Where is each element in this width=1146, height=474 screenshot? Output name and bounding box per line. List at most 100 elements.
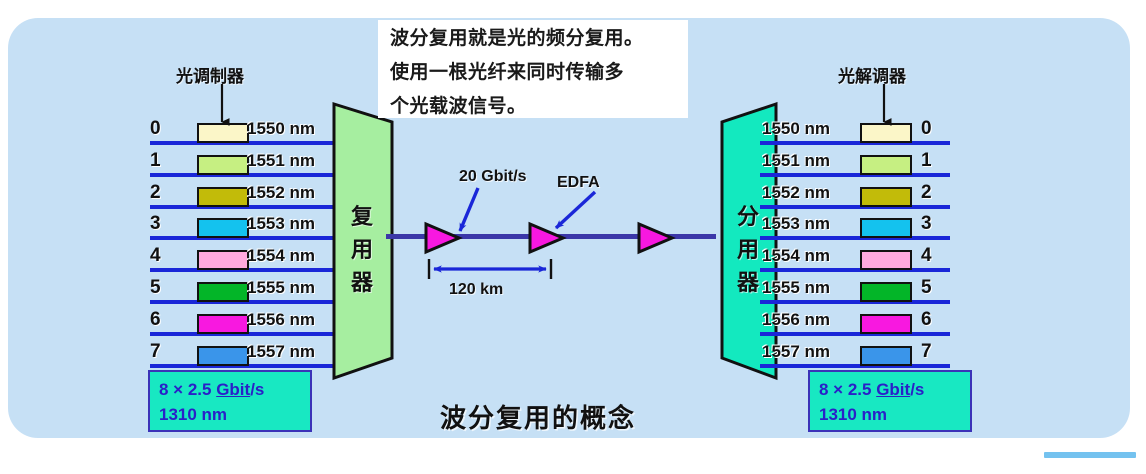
right-channel-number: 3 (921, 213, 932, 235)
distance-annotation: 120 km (449, 281, 504, 298)
left-channel-number: 6 (150, 308, 161, 330)
optical-modulator-box[interactable] (197, 218, 249, 239)
optical-modulator-box[interactable] (197, 123, 249, 143)
left-info-line-1: 8 × 2.5 Gbit/s (150, 372, 310, 402)
multiplexer-shape[interactable] (330, 100, 400, 387)
left-channel-number: 0 (150, 118, 161, 139)
optical-demodulator-label: 光解调器 (838, 67, 906, 86)
right-channel-wavelength: 1553 nm (762, 214, 831, 234)
left-channel-wavelength: 1553 nm (247, 214, 316, 234)
right-channel-number: 7 (921, 340, 932, 362)
optical-demodulator-box[interactable] (860, 313, 912, 334)
optical-modulator-box[interactable] (197, 154, 249, 175)
optical-demodulator-box[interactable] (860, 186, 912, 207)
left-channel-line (150, 300, 335, 304)
left-channel-number: 7 (150, 340, 161, 362)
left-channel-number: 3 (150, 213, 161, 235)
left-info-line-2: 1310 nm (159, 405, 228, 424)
optical-modulator-box[interactable] (197, 250, 249, 271)
left-channel-wavelength: 1550 nm (247, 119, 316, 138)
left-info-rate-c: /s (250, 380, 265, 399)
right-channel-number: 2 (921, 181, 932, 203)
right-channel-line (760, 172, 950, 177)
right-channel-number: 1 (921, 149, 932, 171)
optical-demodulator-box[interactable] (860, 250, 912, 271)
right-channel-line (760, 141, 950, 145)
optical-demodulator-box[interactable] (860, 123, 912, 143)
right-channel-line (760, 204, 950, 209)
right-channel-number: 4 (921, 245, 932, 267)
callout-line-2: 个光载波信号。 (390, 96, 527, 117)
left-info-rate-a: 8 × 2.5 (159, 380, 217, 399)
mux-char-2: 器 (350, 270, 373, 295)
left-channel-line (150, 204, 335, 209)
description-callout: 波分复用就是光的频分复用。 使用一根光纤来同时传输多 个光载波信号。 (378, 20, 688, 118)
optical-demodulator-box[interactable] (860, 345, 912, 366)
demultiplexer-shape[interactable] (714, 100, 784, 387)
right-channel-wavelength: 1555 nm (762, 278, 831, 297)
right-channel-wavelength: 1557 nm (762, 341, 831, 361)
multiplexer-label: 复 用 器 (340, 200, 384, 299)
left-channel-number: 5 (150, 277, 161, 298)
amplifier-2-edfa[interactable] (527, 221, 567, 260)
right-channel-line (760, 300, 950, 304)
optical-modulator-box[interactable] (197, 186, 249, 207)
left-channel-wavelength: 1557 nm (247, 341, 316, 361)
left-info-box: 8 × 2.5 Gbit/s 1310 nm (148, 370, 312, 432)
optical-demodulator-box[interactable] (860, 154, 912, 175)
left-channel-number: 1 (150, 149, 161, 171)
right-channel-line (760, 236, 950, 241)
optical-modulator-label: 光调制器 (176, 67, 244, 86)
left-channel-wavelength: 1554 nm (247, 246, 316, 266)
right-channel-wavelength: 1551 nm (762, 150, 831, 170)
left-channel-line (150, 236, 335, 241)
left-channel-line (150, 268, 335, 273)
mux-char-1: 用 (350, 237, 373, 262)
demux-char-1: 用 (736, 237, 759, 262)
right-channel-line (760, 331, 950, 336)
optical-modulator-box[interactable] (197, 313, 249, 334)
demultiplexer-label: 分 用 器 (726, 200, 770, 299)
optical-modulator-box[interactable] (197, 282, 249, 302)
mux-char-0: 复 (350, 204, 373, 229)
amplifier-3[interactable] (636, 221, 676, 260)
amplifier-1[interactable] (423, 221, 463, 260)
right-channel-line (760, 363, 950, 368)
left-channel-line (150, 331, 335, 336)
left-channel-line (150, 172, 335, 177)
optical-demodulator-box[interactable] (860, 282, 912, 302)
callout-line-1: 使用一根光纤来同时传输多 (390, 62, 625, 83)
left-channel-wavelength: 1551 nm (247, 150, 316, 170)
right-channel-line (760, 268, 950, 273)
right-info-line-1: 8 × 2.5 Gbit/s (810, 372, 970, 402)
left-info-rate-unit: Gbit (216, 380, 251, 399)
optical-modulator-box[interactable] (197, 345, 249, 366)
right-info-rate-c: /s (910, 380, 925, 399)
edfa-annotation: EDFA (557, 174, 600, 191)
left-channel-wavelength: 1552 nm (247, 182, 316, 202)
right-channel-number: 6 (921, 308, 932, 330)
left-channel-number: 4 (150, 245, 161, 267)
demux-char-2: 器 (736, 270, 759, 295)
right-info-rate-a: 8 × 2.5 (819, 380, 877, 399)
right-channel-wavelength: 1550 nm (762, 119, 831, 138)
right-channel-wavelength: 1554 nm (762, 246, 831, 266)
left-channel-wavelength: 1555 nm (247, 278, 316, 297)
right-channel-wavelength: 1552 nm (762, 182, 831, 202)
left-channel-line (150, 363, 335, 368)
left-channel-number: 2 (150, 181, 161, 203)
demux-char-0: 分 (736, 204, 759, 229)
left-channel-line (150, 141, 335, 145)
right-channel-wavelength: 1556 nm (762, 309, 831, 329)
optical-demodulator-box[interactable] (860, 218, 912, 239)
right-channel-number: 0 (921, 118, 932, 139)
slide-progress-bar[interactable] (1044, 452, 1136, 458)
diagram-title: 波分复用的概念 (440, 403, 637, 433)
callout-line-0: 波分复用就是光的频分复用。 (390, 28, 644, 49)
right-info-line-2: 1310 nm (819, 405, 888, 424)
right-info-rate-unit: Gbit (876, 380, 911, 399)
right-channel-number: 5 (921, 277, 932, 298)
left-channel-wavelength: 1556 nm (247, 309, 316, 329)
right-info-box: 8 × 2.5 Gbit/s 1310 nm (808, 370, 972, 432)
